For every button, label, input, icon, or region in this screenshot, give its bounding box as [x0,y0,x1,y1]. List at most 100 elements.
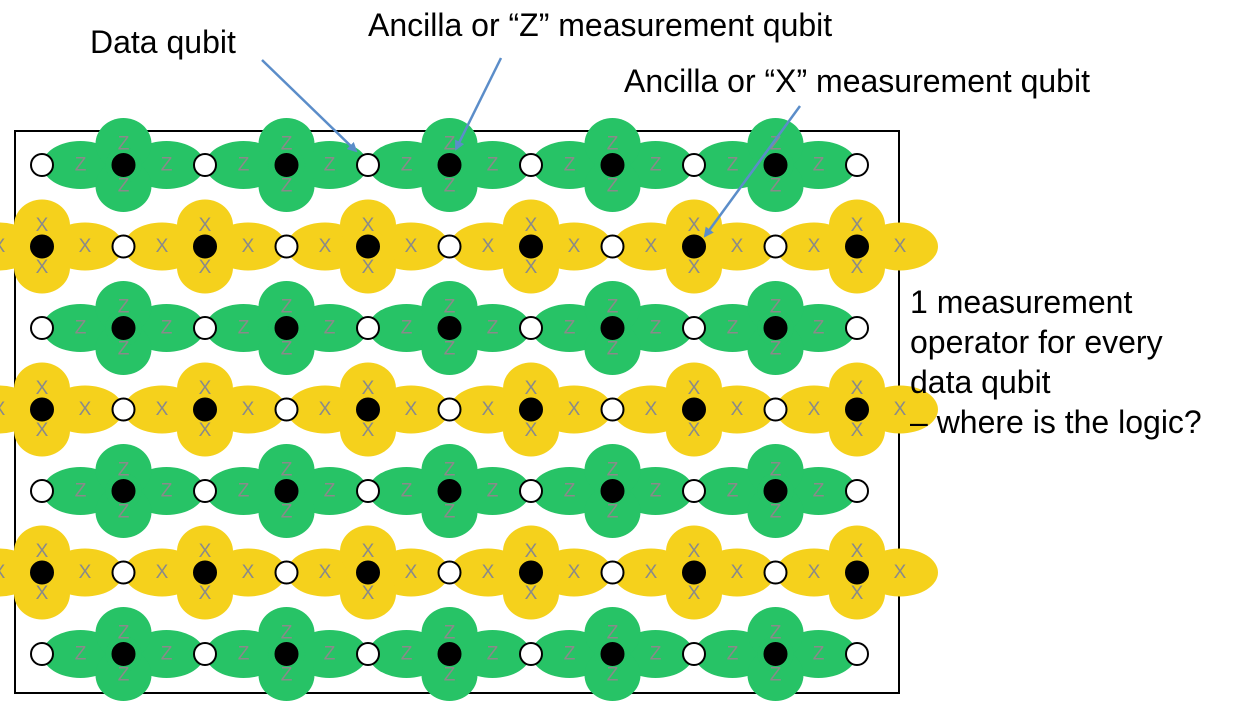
x-operator-label: X [851,583,864,604]
z-operator-label: Z [238,318,250,339]
x-measurement-qubit [356,234,380,259]
data-qubit [30,316,54,340]
x-operator-label: X [688,541,701,562]
x-operator-label: X [199,420,212,441]
data-qubit [600,234,625,259]
z-operator-label: Z [118,502,130,523]
z-operator-label: Z [607,134,619,155]
data-qubit [111,560,136,585]
z-operator-label: Z [161,155,173,176]
x-measurement-qubit [845,560,869,585]
logic-question-note: 1 measurement operator for every data qu… [910,282,1202,442]
x-measurement-qubit [682,234,706,259]
x-operator-label: X [199,215,212,236]
z-measurement-qubit [111,479,136,503]
data-qubit [193,316,217,340]
data-qubit [274,234,299,259]
data-qubit [519,153,543,177]
x-operator-label: X [808,399,821,420]
x-operator-label: X [199,257,212,278]
data-qubit [111,234,136,259]
z-operator-label: Z [727,644,739,665]
x-operator-label: X [79,236,92,257]
x-measurement-qubit [356,560,380,585]
x-operator-label: X [851,215,864,236]
x-operator-label: X [36,215,49,236]
z-stabilizer-plaquette [205,444,368,538]
x-operator-label: X [79,399,92,420]
data-qubit [682,642,706,666]
data-qubit [437,560,462,585]
z-stabilizer-plaquette [42,607,205,701]
x-operator-label: X [894,562,907,583]
x-stabilizer-plaquette [776,362,938,457]
x-stabilizer-plaquette [450,525,612,620]
z-operator-label: Z [75,318,87,339]
z-operator-label: Z [564,644,576,665]
x-operator-label: X [482,236,495,257]
z-measurement-qubit [763,479,788,503]
z-operator-label: Z [564,155,576,176]
z-operator-label: Z [607,502,619,523]
z-stabilizer-plaquette [694,444,857,538]
x-stabilizer-plaquette [124,362,286,457]
x-stabilizer-plaquette [124,525,286,620]
x-measurement-qubit [845,234,869,259]
x-operator-label: X [199,541,212,562]
z-operator-label: Z [813,318,825,339]
x-stabilizer-plaquette [287,199,449,294]
x-operator-label: X [36,378,49,399]
x-ancilla-arrow [703,105,802,238]
z-operator-label: Z [770,176,782,197]
z-operator-label: Z [487,644,499,665]
z-measurement-qubit [274,479,299,503]
x-operator-label: X [36,257,49,278]
z-operator-label: Z [118,134,130,155]
z-operator-label: Z [770,665,782,686]
z-stabilizer-plaquette [368,118,531,212]
data-qubit [356,153,380,177]
data-qubit-label: Data qubit [90,24,236,60]
data-qubit [600,397,625,422]
x-stabilizer-plaquette [776,199,938,294]
z-operator-label: Z [727,481,739,502]
z-measurement-qubit [437,153,462,177]
x-operator-label: X [731,236,744,257]
data-qubit [682,479,706,503]
z-stabilizer-plaquette [531,118,694,212]
x-operator-label: X [36,541,49,562]
z-operator-label: Z [118,460,130,481]
z-measurement-qubit [600,316,625,340]
x-measurement-qubit [193,397,217,422]
z-stabilizer-plaquette [205,281,368,375]
z-measurement-qubit [437,479,462,503]
z-operator-label: Z [118,176,130,197]
x-operator-label: X [525,257,538,278]
z-ancilla-label: Ancilla or “Z” measurement qubit [368,7,833,43]
x-operator-label: X [851,541,864,562]
x-measurement-qubit [193,234,217,259]
z-operator-label: Z [650,155,662,176]
z-operator-label: Z [650,318,662,339]
x-measurement-qubit [845,397,869,422]
z-stabilizer-plaquette [205,607,368,701]
data-qubit [682,316,706,340]
x-stabilizer-plaquette [0,199,123,294]
x-operator-label: X [645,236,658,257]
z-operator-label: Z [650,481,662,502]
x-operator-label: X [156,562,169,583]
z-operator-label: Z [118,297,130,318]
data-qubit [30,153,54,177]
z-stabilizer-plaquette [531,281,694,375]
z-measurement-qubit [600,642,625,666]
data-qubit-arrow [261,59,358,153]
z-operator-label: Z [727,318,739,339]
data-qubit [437,234,462,259]
data-qubit [519,642,543,666]
note-line: – where is the logic? [910,404,1202,440]
z-operator-label: Z [813,644,825,665]
data-qubit [682,153,706,177]
data-qubit [437,397,462,422]
x-operator-label: X [319,562,332,583]
z-operator-label: Z [607,665,619,686]
